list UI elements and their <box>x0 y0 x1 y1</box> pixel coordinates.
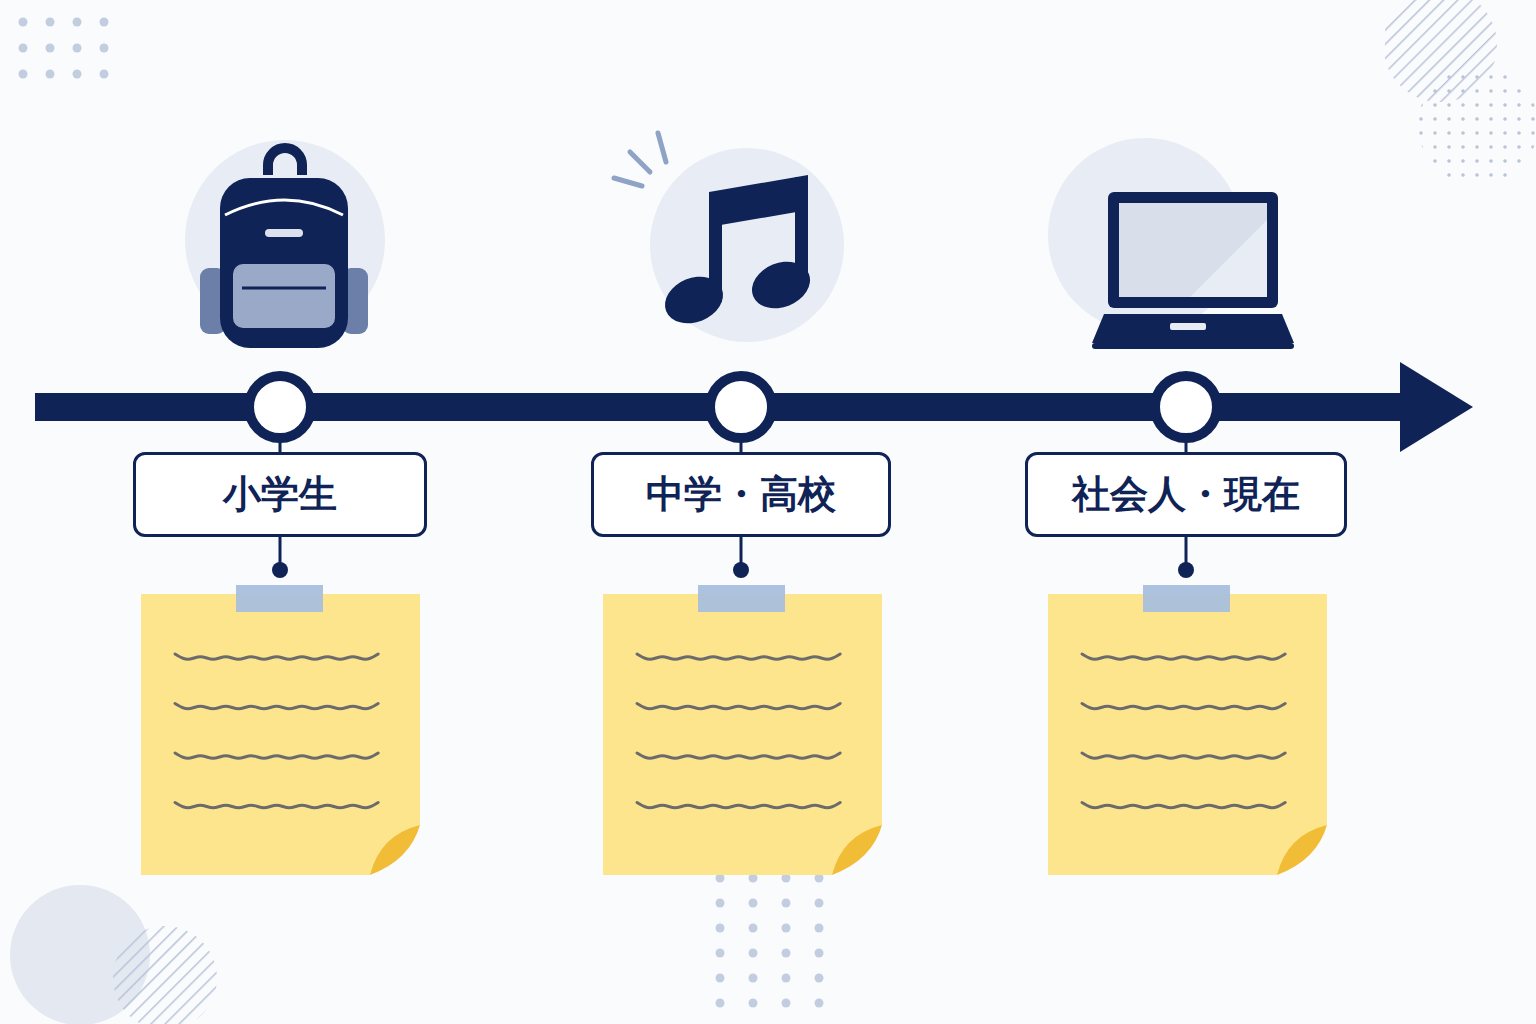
note-scribble <box>1082 753 1285 758</box>
decoration <box>10 0 1536 1024</box>
decor-dot <box>100 44 109 53</box>
pin-dot <box>1178 562 1194 578</box>
note-scribble <box>637 654 840 659</box>
period-label: 小学生 <box>223 472 337 518</box>
decor-dot <box>73 18 82 27</box>
note-tape <box>698 585 785 612</box>
sticky-note <box>141 585 420 875</box>
decor-dot <box>782 899 791 908</box>
decor-dot <box>716 924 725 933</box>
decor-dot <box>100 70 109 79</box>
sticky-note <box>603 585 882 875</box>
decor-dot <box>782 949 791 958</box>
period-label: 社会人・現在 <box>1072 472 1300 518</box>
decor-dot <box>46 18 55 27</box>
note-fold <box>1277 825 1327 875</box>
backpack-icon <box>200 148 368 348</box>
decor-dot <box>782 974 791 983</box>
icon-bg <box>650 148 844 342</box>
decor-dot <box>749 899 758 908</box>
note-scribble <box>637 704 840 709</box>
music-note-icon <box>614 133 817 332</box>
decor-dot <box>46 70 55 79</box>
decor-dot <box>19 70 28 79</box>
decor-dot <box>749 999 758 1008</box>
note-paper <box>141 594 420 875</box>
decor-dot <box>815 974 824 983</box>
period-label: 中学・高校 <box>646 472 836 518</box>
decor-dot <box>749 924 758 933</box>
note-scribble <box>1082 654 1285 659</box>
decor-dot <box>815 999 824 1008</box>
decor-dot <box>100 18 109 27</box>
note-scribble <box>175 753 378 758</box>
sticky-note <box>1048 585 1327 875</box>
decor-dot <box>815 924 824 933</box>
note-scribble <box>1082 704 1285 709</box>
laptop-icon <box>1092 192 1294 349</box>
pin-dot <box>733 562 749 578</box>
decor-dot <box>716 999 725 1008</box>
decor-dot <box>46 44 55 53</box>
note-tape <box>1143 585 1230 612</box>
period-label-box: 小学生 <box>133 452 427 537</box>
decor-dot <box>716 974 725 983</box>
note-scribble <box>637 803 840 808</box>
decor-dot <box>749 949 758 958</box>
decor-dot <box>815 949 824 958</box>
sticky-note <box>141 585 1327 875</box>
note-tape <box>236 585 323 612</box>
pin-dot <box>272 562 288 578</box>
decor-dot <box>19 18 28 27</box>
decor-dot <box>716 949 725 958</box>
note-fold <box>370 825 420 875</box>
period-label-box: 社会人・現在 <box>1025 452 1347 537</box>
note-scribble <box>637 753 840 758</box>
note-scribble <box>175 654 378 659</box>
decor-dot <box>73 70 82 79</box>
decor-dot <box>782 924 791 933</box>
timeline-arrow <box>35 362 1473 452</box>
decor-dot <box>73 44 82 53</box>
decor-dot <box>815 899 824 908</box>
decor-dot <box>19 44 28 53</box>
note-scribble <box>175 704 378 709</box>
marker-ring <box>710 376 772 438</box>
note-scribble <box>175 803 378 808</box>
note-paper <box>1048 594 1327 875</box>
decor-dot <box>782 999 791 1008</box>
marker-ring <box>249 376 311 438</box>
period-label-box: 中学・高校 <box>591 452 891 537</box>
note-paper <box>603 594 882 875</box>
decor-dot <box>716 899 725 908</box>
note-fold <box>832 825 882 875</box>
marker-ring <box>1155 376 1217 438</box>
decor-dot <box>749 974 758 983</box>
note-scribble <box>1082 803 1285 808</box>
